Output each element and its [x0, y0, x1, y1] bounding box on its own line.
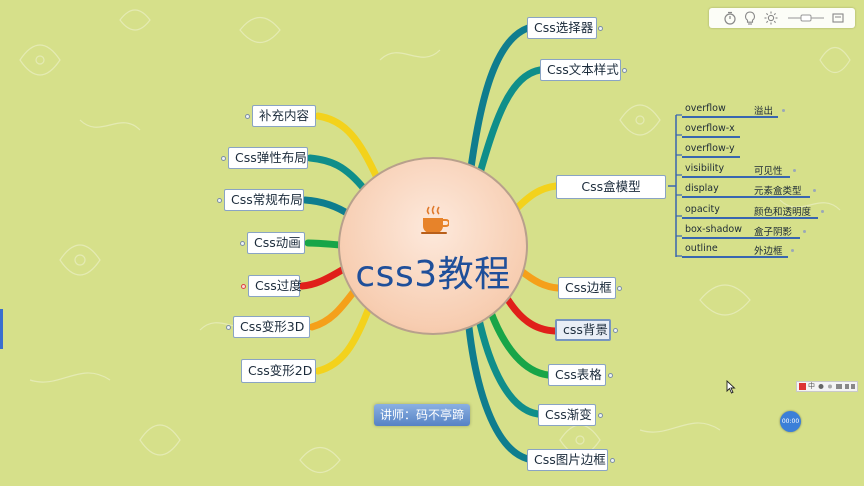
node-expand-dot[interactable]	[622, 68, 627, 73]
prop-name[interactable]: overflow	[685, 103, 726, 114]
node-expand-dot[interactable]	[221, 156, 226, 161]
timer-icon[interactable]	[723, 11, 737, 25]
node-css-transform-2d[interactable]: Css变形2D	[241, 359, 316, 383]
zoom-slider[interactable]	[787, 14, 825, 22]
node-css-image-border[interactable]: Css图片边框	[527, 449, 608, 471]
prop-name[interactable]: display	[685, 183, 719, 194]
prop-underline	[682, 176, 790, 178]
ime-logo-icon	[799, 383, 806, 390]
mouse-cursor-icon	[726, 380, 736, 394]
node-expand-dot[interactable]	[598, 413, 603, 418]
node-expand-dot[interactable]	[245, 114, 250, 119]
node-css-transition[interactable]: Css过度	[248, 275, 302, 297]
node-supplement[interactable]: 补充内容	[252, 105, 316, 127]
prop-underline	[682, 256, 788, 258]
node-css-table[interactable]: Css表格	[548, 364, 606, 386]
node-css-gradient[interactable]: Css渐变	[538, 404, 596, 426]
node-expand-dot[interactable]	[617, 286, 622, 291]
coffee-cup-icon	[421, 205, 449, 234]
prop-desc[interactable]: 颜色和透明度	[754, 207, 812, 218]
node-expand-dot[interactable]	[608, 373, 613, 378]
prop-dot	[793, 169, 796, 172]
prop-dot	[803, 230, 806, 233]
prop-desc[interactable]: 元素盒类型	[754, 186, 802, 197]
prop-name[interactable]: visibility	[685, 163, 725, 174]
branch-normal-layout	[301, 196, 354, 219]
prop-dot	[791, 249, 794, 252]
node-css-text-style[interactable]: Css文本样式	[540, 59, 621, 81]
branch-table	[486, 306, 552, 379]
branch-flex-layout	[306, 154, 369, 194]
branch-animation	[304, 239, 344, 249]
node-expand-dot[interactable]	[217, 198, 222, 203]
prop-name[interactable]: outline	[685, 243, 718, 254]
node-css-selector[interactable]: Css选择器	[527, 17, 597, 39]
node-expand-dot[interactable]	[226, 325, 231, 330]
prop-dot	[813, 189, 816, 192]
node-expand-dot[interactable]	[241, 284, 246, 289]
prop-desc[interactable]: 可见性	[754, 166, 783, 177]
node-expand-dot[interactable]	[598, 26, 603, 31]
prop-name[interactable]: opacity	[685, 204, 720, 215]
ime-status-bar[interactable]: 中	[796, 381, 858, 392]
prop-dot	[821, 210, 824, 213]
center-topic[interactable]: css3教程	[338, 157, 528, 335]
prop-underline	[682, 217, 818, 219]
lightbulb-icon[interactable]	[743, 11, 757, 25]
ime-lang: 中	[808, 382, 815, 390]
branch-selector	[466, 24, 532, 179]
prop-underline	[682, 237, 800, 239]
view-toolbar	[709, 8, 855, 28]
prop-desc[interactable]: 溢出	[754, 106, 774, 117]
node-css-animation[interactable]: Css动画	[247, 232, 305, 254]
side-panel-tab[interactable]	[0, 309, 3, 349]
node-expand-dot[interactable]	[610, 458, 615, 463]
branch-box-model	[511, 182, 560, 214]
branch-border	[516, 266, 562, 292]
expand-icon[interactable]	[831, 11, 845, 25]
branch-transition	[298, 266, 346, 290]
lecturer-label: 讲师：码不亭蹄	[374, 404, 470, 426]
prop-underline	[682, 156, 740, 158]
ime-tools-icon	[818, 384, 855, 389]
prop-underline	[682, 116, 778, 118]
timer-badge[interactable]: 00:00	[780, 411, 801, 432]
node-expand-dot[interactable]	[613, 328, 618, 333]
prop-desc[interactable]: 盒子阴影	[754, 227, 793, 238]
brightness-icon[interactable]	[764, 11, 778, 25]
branch-transform-3d	[308, 286, 359, 331]
box-model-bracket	[668, 115, 677, 257]
prop-name[interactable]: overflow-x	[685, 123, 735, 134]
node-css-background[interactable]: css背景	[555, 319, 611, 341]
branch-background	[501, 291, 559, 335]
branch-gradient	[474, 311, 542, 418]
branch-text-style	[474, 66, 544, 184]
node-css-flex-layout[interactable]: Css弹性布局	[228, 147, 308, 169]
prop-name[interactable]: box-shadow	[685, 224, 743, 235]
prop-name[interactable]: overflow-y	[685, 143, 735, 154]
node-expand-dot[interactable]	[240, 241, 245, 246]
branch-supplement	[314, 112, 382, 184]
prop-underline	[682, 196, 810, 198]
center-title: css3教程	[355, 254, 511, 295]
node-css-normal-layout[interactable]: Css常规布局	[224, 189, 304, 211]
prop-dot	[782, 109, 785, 112]
branch-transform-2d	[314, 301, 374, 375]
node-css-transform-3d[interactable]: Css变形3D	[233, 316, 310, 338]
prop-underline	[682, 136, 740, 138]
branch-image-border	[464, 314, 532, 463]
prop-desc[interactable]: 外边框	[754, 246, 783, 257]
node-css-border[interactable]: Css边框	[558, 277, 616, 299]
node-css-box-model[interactable]: Css盒模型	[556, 175, 666, 199]
